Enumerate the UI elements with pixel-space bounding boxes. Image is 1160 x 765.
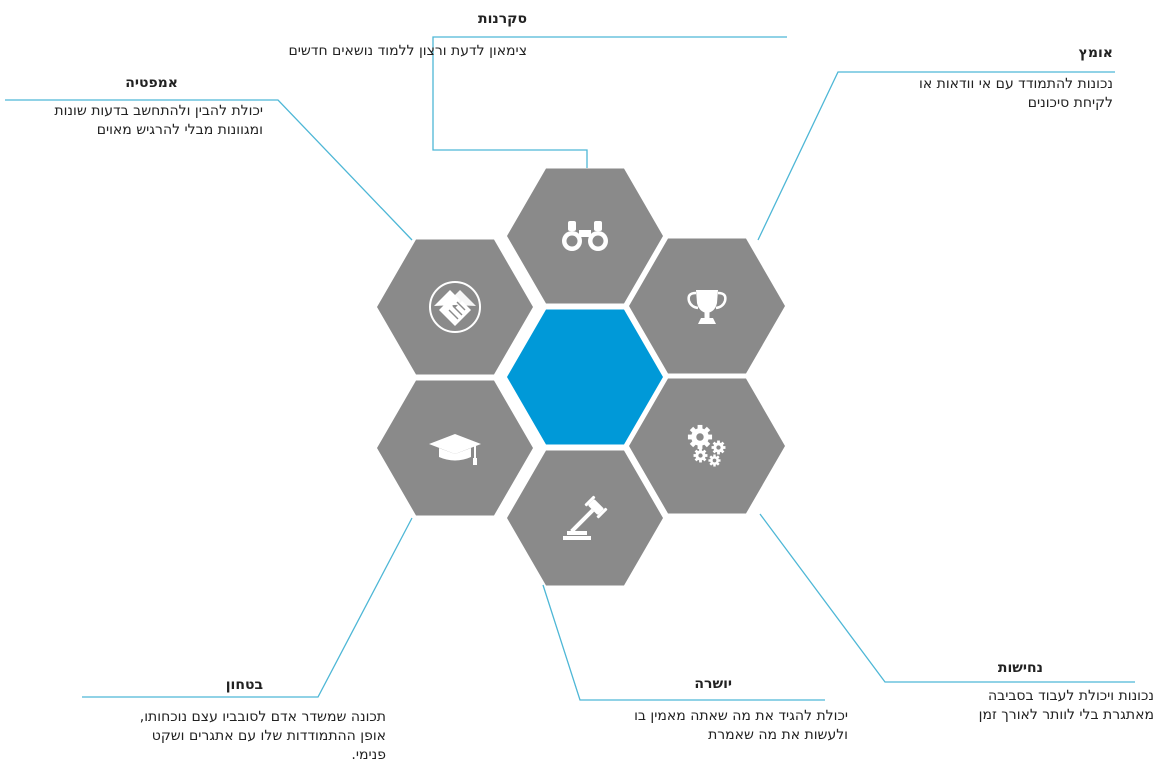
connector-line-confidence (82, 517, 413, 698)
connector-line-curiosity (432, 36, 787, 168)
hexagon-empathy (377, 239, 533, 375)
trait-confidence: בטחון תכונה שמשדר אדם לסובביו עצם נוכחות… (140, 676, 386, 765)
trait-description: תכונה שמשדר אדם לסובביו עצם נוכחותו, אופ… (139, 709, 386, 763)
trait-description: יכולת להגיד את מה שאתה מאמין בו ולעשות א… (634, 708, 848, 743)
trait-description: נכונות ויכולת לעבוד בסביבה מאתגרת בלי לו… (978, 688, 1154, 723)
trait-empathy: אמפטיה יכולת להבין ולהתחשב בדעות שונות ו… (54, 74, 263, 140)
trait-description: נכונות להתמודד עם אי וודאות או לקיחת סיכ… (919, 76, 1113, 111)
trait-title: יושרה (694, 676, 732, 692)
trait-title: אמפטיה (125, 75, 178, 91)
connector-line-persistence (759, 513, 1135, 683)
trait-description: יכולת להבין ולהתחשב בדעות שונות ומגוונות… (54, 103, 263, 138)
trait-integrity: יושרה יכולת להגיד את מה שאתה מאמין בו ול… (634, 675, 848, 745)
trait-curiosity: סקרנות צימאון לדעת ורצון ללמוד נושאים חד… (288, 10, 527, 61)
trait-title: סקרנות (478, 11, 527, 27)
connector-line-empathy (5, 99, 413, 241)
connector-line-courage (757, 71, 1115, 241)
trait-title: בטחון (225, 677, 263, 693)
trait-description: צימאון לדעת ורצון ללמוד נושאים חדשים (288, 43, 527, 59)
trait-persistence: נחישות נכונות ויכולת לעבוד בסביבה מאתגרת… (979, 659, 1154, 725)
connector-line-integrity (542, 584, 825, 701)
center-hexagon (507, 309, 663, 445)
trait-title: נחישות (997, 660, 1043, 676)
trait-title: אומץ (1078, 45, 1113, 61)
trait-courage: אומץ נכונות להתמודד עם אי וודאות או לקיח… (919, 44, 1113, 113)
